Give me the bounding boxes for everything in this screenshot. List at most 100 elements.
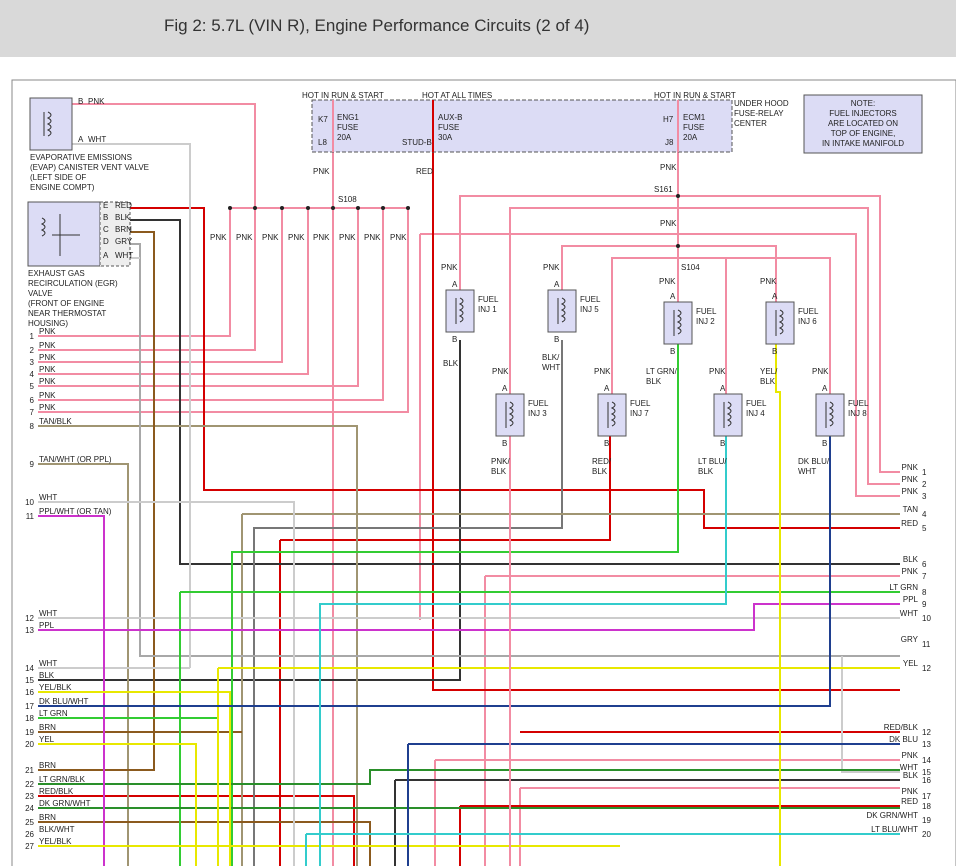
pin-wire-label: BRN bbox=[39, 761, 56, 770]
pin-number: 15 bbox=[25, 676, 34, 685]
label-pnk-bus-3: PNK bbox=[262, 233, 279, 242]
injector-pin-b: B bbox=[822, 439, 827, 448]
pin-wire-label: YEL bbox=[39, 735, 55, 744]
label-pnk-bus-8: PNK bbox=[390, 233, 407, 242]
pin-wire-label: DK BLU/WHT bbox=[39, 697, 88, 706]
injector-label: FUEL bbox=[848, 399, 869, 408]
inj3-bot-label: PNK/BLK bbox=[491, 457, 510, 476]
wire-yel-20 bbox=[38, 743, 197, 866]
injector-label: INJ 3 bbox=[528, 409, 547, 418]
wire-pnk-s161-left bbox=[459, 195, 678, 290]
pin-number: 2 bbox=[30, 346, 35, 355]
wire-pnk-s108 bbox=[230, 152, 410, 209]
fuse3-rating: 20A bbox=[683, 133, 698, 142]
pin-number: 23 bbox=[25, 792, 34, 801]
injector-pin-b: B bbox=[452, 335, 457, 344]
pin-number: 5 bbox=[922, 524, 927, 533]
injector-pin-a: A bbox=[720, 384, 726, 393]
injector-pin-b: B bbox=[720, 439, 725, 448]
pin-number: 3 bbox=[922, 492, 927, 501]
wire-pnk-s104-a bbox=[561, 245, 678, 290]
pin-number: 11 bbox=[922, 640, 931, 649]
injector-coil-icon bbox=[775, 309, 784, 336]
injector-label: INJ 1 bbox=[478, 305, 497, 314]
pin-number: 27 bbox=[25, 842, 34, 851]
pin-wire-label: YEL/BLK bbox=[39, 683, 72, 692]
injector-label: INJ 2 bbox=[696, 317, 715, 326]
inj5-bot-label: BLK/WHT bbox=[542, 353, 560, 372]
pin-wire-label: DK GRN/WHT bbox=[866, 811, 918, 820]
egr-pin-e: E bbox=[103, 201, 108, 210]
pin-number: 20 bbox=[25, 740, 34, 749]
injector-pin-b: B bbox=[554, 335, 559, 344]
pin-wire-label: PNK bbox=[902, 751, 919, 760]
pin-wire-label: YEL/BLK bbox=[39, 837, 72, 846]
egr-pin-a-color: WHT bbox=[115, 251, 133, 260]
egr-label-5: NEAR THERMOSTAT bbox=[28, 309, 106, 318]
label-pnk-bus-6: PNK bbox=[339, 233, 356, 242]
pin-wire-label: RED/BLK bbox=[884, 723, 919, 732]
left-conn-pin-20: 20 YEL bbox=[25, 735, 55, 749]
pin-wire-label: TAN/WHT (OR PPL) bbox=[39, 455, 112, 464]
pin-number: 3 bbox=[30, 358, 35, 367]
note-line-5: IN INTAKE MANIFOLD bbox=[822, 139, 904, 148]
wire-blk-16 bbox=[394, 779, 900, 866]
pin-wire-label: DK GRN/WHT bbox=[39, 799, 91, 808]
wire-ltgrn-inj2 bbox=[231, 344, 679, 866]
wire-pnk-s104-b bbox=[611, 257, 678, 394]
figure-title: Fig 2: 5.7L (VIN R), Engine Performance … bbox=[164, 16, 590, 35]
injector-pin-a: A bbox=[502, 384, 508, 393]
pin-number: 20 bbox=[922, 830, 931, 839]
evap-label-3: (LEFT SIDE OF bbox=[30, 173, 86, 182]
wire-dkblu-inj8 bbox=[38, 436, 831, 707]
pin-number: 16 bbox=[25, 688, 34, 697]
wire-pnk-pin7 bbox=[38, 208, 409, 413]
pin-wire-label: BRN bbox=[39, 813, 56, 822]
injector-label: FUEL bbox=[696, 307, 717, 316]
wire-pnk-s104-right bbox=[678, 233, 900, 497]
splice-dots bbox=[228, 194, 680, 248]
injector-label: INJ 5 bbox=[580, 305, 599, 314]
pin-wire-label: RED bbox=[901, 797, 918, 806]
left-connector: 1PNK2PNK3PNK4PNK5PNK6PNK7PNK8TAN/BLK9TAN… bbox=[25, 327, 112, 851]
fuse2-name: AUX-B bbox=[438, 113, 462, 122]
injector-body bbox=[547, 289, 577, 333]
pin-number: 2 bbox=[922, 480, 927, 489]
label-pnk-bus-5: PNK bbox=[313, 233, 330, 242]
wire-yelblk-inj6 bbox=[775, 344, 781, 866]
pin-wire-label: PNK bbox=[39, 377, 56, 386]
pin-number: 6 bbox=[922, 560, 927, 569]
pin-number: 26 bbox=[25, 830, 34, 839]
label-red-aux: RED bbox=[416, 167, 433, 176]
label-pnk-fuse1: PNK bbox=[313, 167, 330, 176]
egr-label-6: HOUSING) bbox=[28, 319, 68, 328]
wire-pnk-long1 bbox=[419, 233, 678, 620]
pin-wire-label: WHT bbox=[39, 609, 57, 618]
injector-label: INJ 6 bbox=[798, 317, 817, 326]
inj5-top-label: PNK bbox=[543, 263, 560, 272]
pin-number: 6 bbox=[30, 396, 35, 405]
pin-number: 4 bbox=[922, 510, 927, 519]
pin-number: 7 bbox=[922, 572, 927, 581]
pin-wire-label: YEL bbox=[903, 659, 919, 668]
pin-number: 25 bbox=[25, 818, 34, 827]
